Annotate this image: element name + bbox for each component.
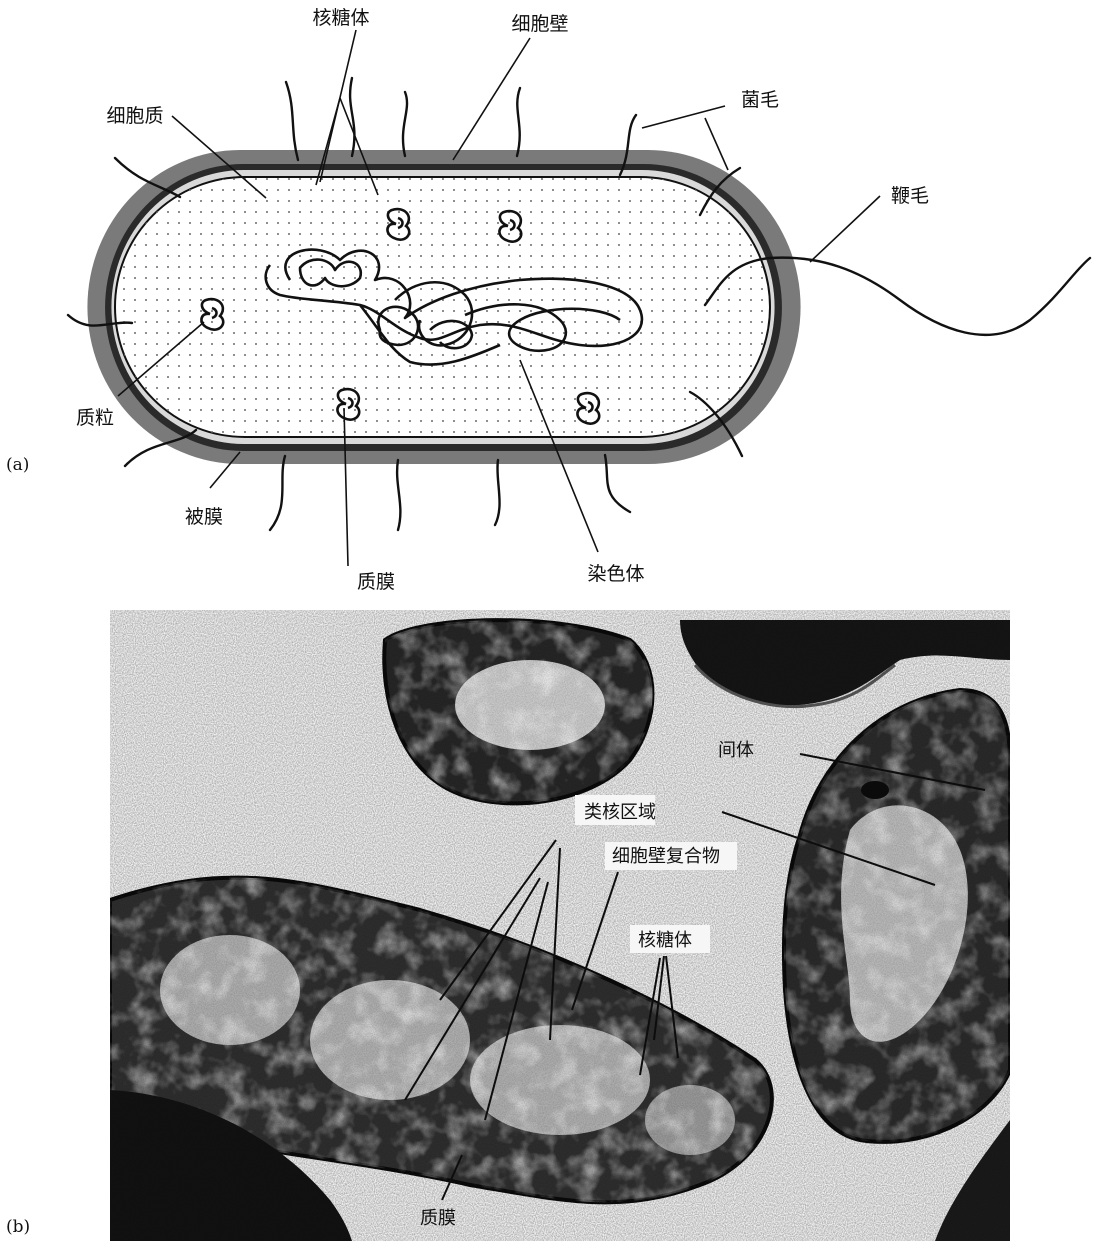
label-flagellum: 鞭毛 xyxy=(891,185,929,207)
label-plasma-membrane: 质膜 xyxy=(357,571,395,593)
label-cell-wall: 细胞壁 xyxy=(511,13,568,35)
label-plasma-membrane-b: 质膜 xyxy=(420,1208,456,1229)
label-mesosome: 间体 xyxy=(718,740,754,761)
panel-a-diagram: 核糖体 细胞壁 细胞质 菌毛 鞭毛 质粒 被膜 质膜 染色体 (a) xyxy=(6,7,1090,593)
label-capsule: 被膜 xyxy=(185,506,223,528)
label-cell-wall-complex: 细胞壁复合物 xyxy=(612,846,720,867)
panel-b-tag: (b) xyxy=(6,1217,30,1237)
label-plasmid: 质粒 xyxy=(76,407,114,429)
panel-b-micrograph: 间体 类核区域 细胞壁复合物 核糖体 质膜 (b) xyxy=(6,610,1020,1241)
label-cytoplasm: 细胞质 xyxy=(106,105,163,127)
label-chromosome: 染色体 xyxy=(587,563,644,585)
panel-a-tag: (a) xyxy=(6,455,29,475)
label-pili: 菌毛 xyxy=(741,89,779,111)
label-nucleoid: 类核区域 xyxy=(584,802,656,823)
label-ribosome: 核糖体 xyxy=(312,7,369,29)
label-ribosome-b: 核糖体 xyxy=(638,930,692,951)
